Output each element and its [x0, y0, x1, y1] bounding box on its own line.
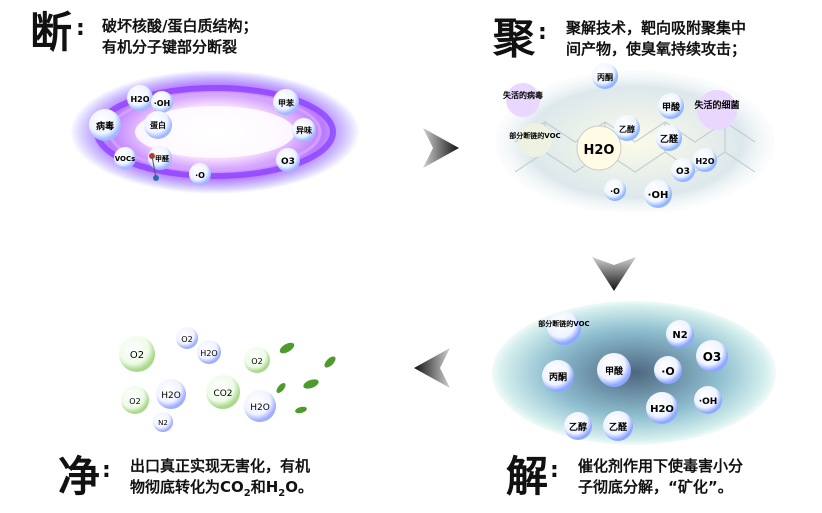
arrow-left-icon: [414, 348, 450, 388]
svg-text:O3: O3: [703, 350, 722, 364]
clean-desc-2-sub1: 2: [243, 488, 251, 499]
svg-text:N2: N2: [158, 419, 168, 427]
svg-text:O2: O2: [251, 357, 262, 366]
svg-text:失活的细菌: 失活的细菌: [694, 99, 739, 111]
stage-clean-char: 净: [58, 452, 101, 501]
stage-decompose-colon: :: [550, 458, 559, 483]
stage-gather-colon: :: [538, 20, 547, 45]
svg-text:·OH: ·OH: [699, 397, 718, 407]
stage-gather-char: 聚: [493, 14, 536, 63]
svg-text:甲醛: 甲醛: [155, 154, 170, 163]
stage-decompose-desc-1: 催化剂作用下使毒害小分: [578, 457, 744, 475]
svg-text:O2: O2: [181, 335, 192, 344]
arrow-right-icon: [423, 128, 459, 168]
stage-decompose-desc-2: 子彻底分解，“矿化”。: [578, 478, 733, 496]
stage-clean-colon: :: [102, 458, 111, 483]
break-illustration: 病毒 H2O ·OH 蛋白 VOCs 甲醛 ·O 甲苯 异味 O3: [70, 70, 360, 194]
svg-text:H2O: H2O: [650, 404, 674, 415]
svg-text:O2: O2: [129, 397, 140, 406]
svg-text:蛋白: 蛋白: [150, 120, 166, 130]
stage-decompose-char: 解: [506, 452, 549, 501]
svg-text:部分断链的VOC: 部分断链的VOC: [538, 319, 589, 328]
decompose-illustration: 部分断链的VOC N2 O3 丙酮 甲酸 ·O ·OH H2O 乙醇 乙醛: [492, 301, 776, 445]
break-bubbles: 病毒 H2O ·OH 蛋白 VOCs 甲醛 ·O 甲苯 异味 O3: [89, 85, 316, 185]
svg-text:甲酸: 甲酸: [605, 365, 624, 377]
svg-text:·OH: ·OH: [154, 99, 171, 108]
stage-break-colon: :: [76, 16, 85, 41]
svg-text:O3: O3: [281, 157, 295, 167]
svg-text:乙醛: 乙醛: [609, 421, 628, 433]
stage-clean-desc-2: 物彻底转化为CO2和H2O。: [130, 477, 313, 504]
svg-text:H2O: H2O: [130, 95, 149, 104]
svg-text:失活的病毒: 失活的病毒: [503, 90, 543, 100]
svg-text:·O: ·O: [610, 187, 620, 196]
gather-illustration: 丙酮 失活的病毒 甲酸 失活的细菌 部分断链的VOC H2O 乙醇 乙醛 O3 …: [495, 63, 775, 212]
svg-text:CO2: CO2: [213, 389, 232, 399]
arrow-down-icon: [592, 257, 636, 291]
svg-text:部分断链的VOC: 部分断链的VOC: [509, 131, 560, 140]
svg-text:H2O: H2O: [584, 143, 615, 158]
svg-text:异味: 异味: [296, 125, 312, 135]
svg-text:甲酸: 甲酸: [662, 101, 681, 113]
svg-text:H2O: H2O: [200, 349, 217, 358]
svg-text:VOCs: VOCs: [115, 155, 136, 163]
svg-text:病毒: 病毒: [96, 120, 114, 132]
svg-text:乙醇: 乙醇: [619, 124, 635, 134]
clean-desc-2-mid: 和H: [250, 478, 279, 496]
stage-clean-desc-1: 出口真正实现无害化，有机: [130, 457, 311, 475]
svg-text:乙醇: 乙醇: [569, 421, 587, 433]
clean-desc-2-post: O。: [285, 478, 314, 496]
leaf-icons: [276, 342, 336, 414]
clean-desc-2-sub2: 2: [278, 488, 286, 499]
clean-desc-2-pre: 物彻底转化为CO: [130, 478, 244, 496]
svg-text:丙酮: 丙酮: [549, 372, 567, 383]
svg-text:丙酮: 丙酮: [597, 73, 613, 82]
svg-text:甲苯: 甲苯: [278, 98, 295, 108]
svg-text:乙醛: 乙醛: [660, 133, 679, 145]
svg-text:H2O: H2O: [695, 157, 714, 166]
stage-break-desc-1: 破坏核酸/蛋白质结构；: [102, 17, 258, 35]
svg-text:H2O: H2O: [161, 391, 181, 401]
stage-gather-desc-2: 间产物，使臭氧持续攻击；: [566, 40, 747, 58]
stage-break-desc-2: 有机分子键部分断裂: [102, 38, 238, 56]
svg-text:O2: O2: [130, 350, 144, 361]
svg-text:·OH: ·OH: [648, 190, 669, 201]
clean-illustration: O2 O2 H2O O2 O2 H2O CO2 H2O N2: [119, 327, 336, 432]
svg-text:O3: O3: [676, 167, 690, 177]
svg-text:·O: ·O: [195, 171, 205, 180]
svg-text:H2O: H2O: [250, 403, 270, 413]
svg-text:·O: ·O: [661, 365, 675, 378]
svg-text:N2: N2: [672, 330, 687, 341]
stage-break-char: 断: [30, 8, 73, 57]
stage-gather-desc-1: 聚解技术，靶向吸附聚集中: [566, 19, 747, 37]
